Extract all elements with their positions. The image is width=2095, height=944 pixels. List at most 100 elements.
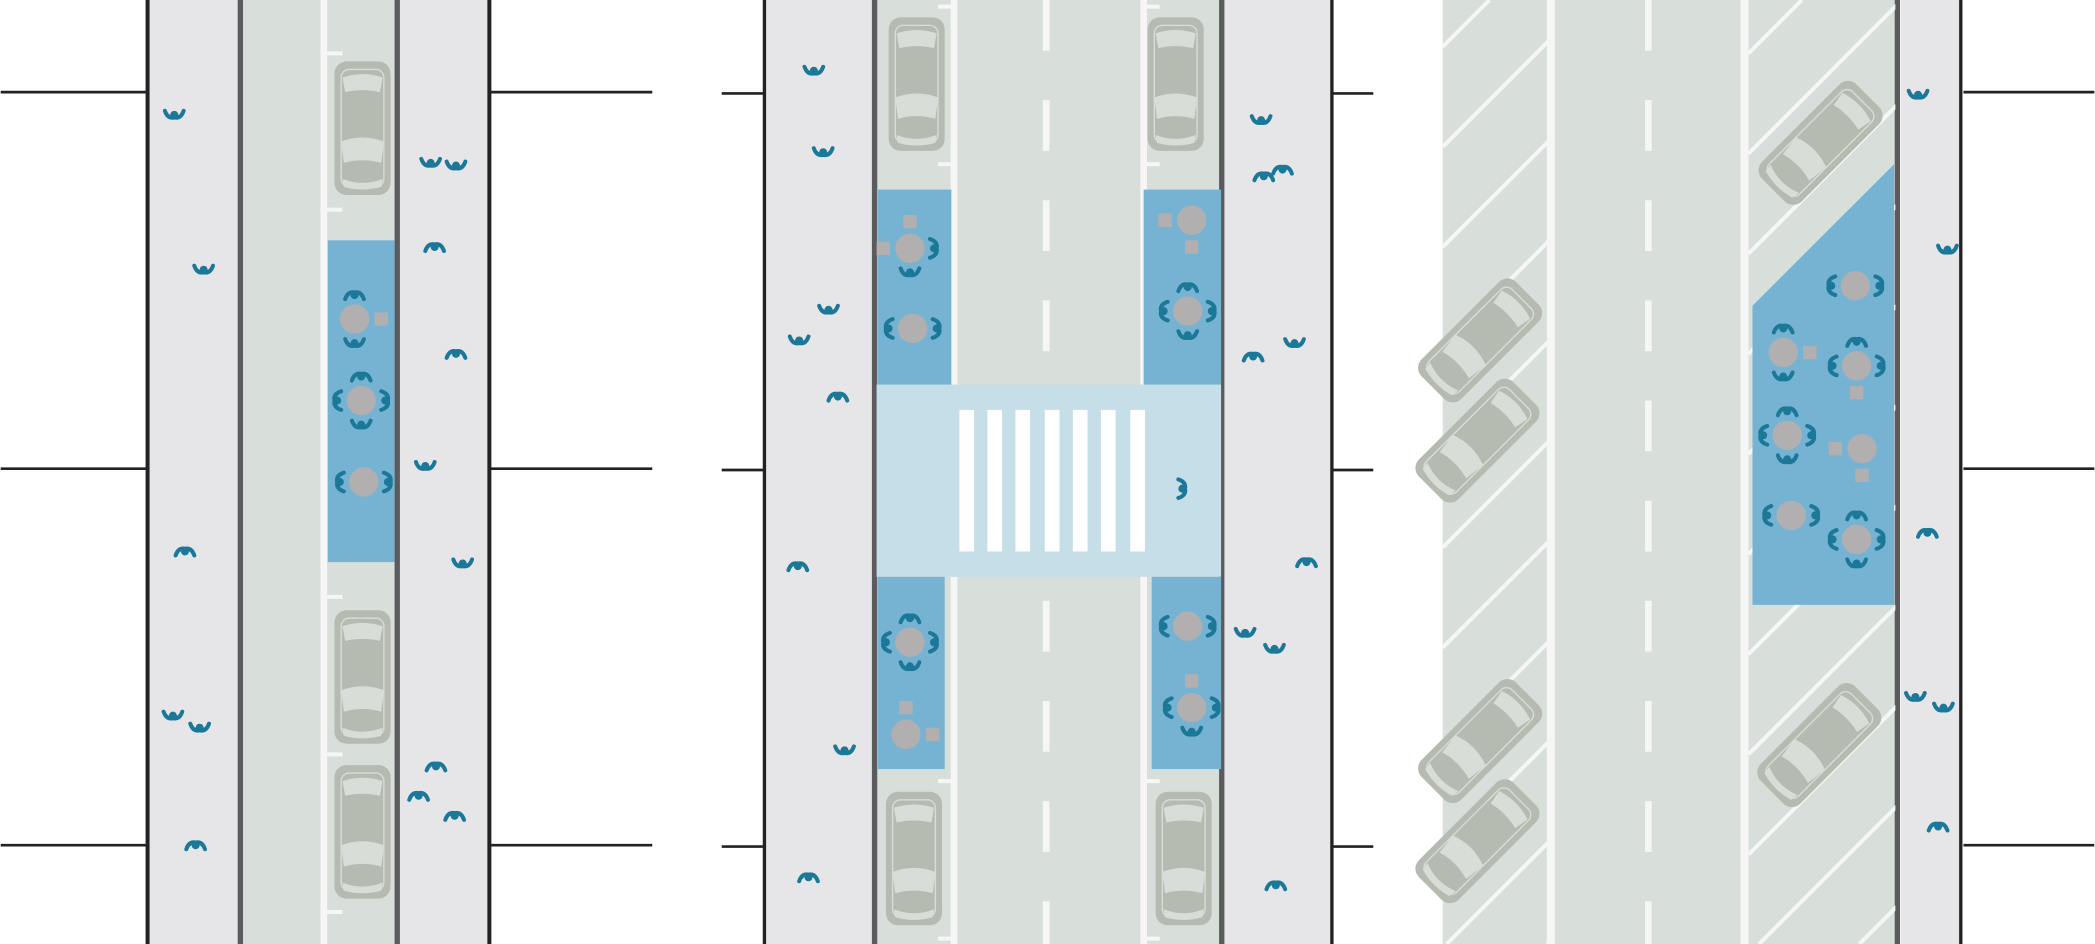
- car-hood-detail: [1764, 766, 1798, 800]
- seated-person: [1162, 696, 1174, 720]
- sidewalk-right: [1223, 0, 1332, 944]
- pedestrian-icon: [1845, 510, 1868, 522]
- pedestrian-head: [1811, 511, 1820, 520]
- car-windshield: [1782, 137, 1827, 181]
- car-hood-detail: [1422, 862, 1456, 896]
- pedestrian-icon: [1775, 406, 1799, 418]
- seated-person: [1205, 614, 1217, 638]
- pedestrian-head: [350, 291, 359, 300]
- car-hood-detail: [342, 727, 383, 739]
- car-windshield: [1442, 735, 1486, 779]
- sidewalk-right: [399, 0, 489, 944]
- panel-parallel-parking-parklet: [0, 0, 653, 944]
- pedestrian-icon: [349, 371, 373, 383]
- pedestrian-icon: [1176, 477, 1188, 501]
- table-top: [346, 385, 376, 416]
- pedestrian-head: [1278, 165, 1287, 174]
- car-windshield: [1162, 867, 1206, 894]
- pedestrian-icon: [786, 561, 810, 573]
- pedestrian-icon: [1932, 701, 1955, 713]
- pedestrian-head: [1875, 281, 1884, 290]
- car-hood-detail: [1765, 164, 1799, 198]
- seated-person: [1758, 423, 1770, 447]
- seated-person: [1845, 336, 1868, 348]
- table-top: [1776, 500, 1806, 531]
- pedestrian-head: [1828, 361, 1837, 370]
- cafe-table-icon: [1827, 510, 1886, 569]
- car-icon: [334, 610, 391, 744]
- seated-person: [343, 337, 366, 349]
- chair: [1828, 441, 1842, 456]
- crosswalk-stripe: [1100, 409, 1116, 552]
- pedestrian-head: [1163, 703, 1172, 712]
- seated-person: [1826, 274, 1838, 298]
- crosswalk-stripe: [1015, 409, 1031, 552]
- pedestrian-icon: [1209, 696, 1221, 720]
- car-rear-window: [1490, 390, 1528, 428]
- car-rear-window: [1490, 791, 1528, 828]
- pedestrian-head: [195, 723, 204, 732]
- panel-angled-parking-parklet: [1415, 0, 2095, 944]
- pedestrian-head: [191, 841, 200, 850]
- pedestrian-icon: [1241, 351, 1265, 363]
- pedestrian-icon: [1771, 323, 1795, 335]
- pedestrian-head: [381, 396, 390, 405]
- pedestrian-icon: [423, 242, 446, 254]
- car-windshield: [895, 93, 939, 119]
- pedestrian-icon: [1771, 370, 1795, 382]
- pedestrian-icon: [1805, 423, 1817, 447]
- car-rear-window: [1155, 30, 1196, 49]
- pedestrian-head: [1779, 372, 1788, 381]
- pedestrian-icon: [1264, 880, 1288, 892]
- pedestrian-head: [840, 746, 849, 755]
- pedestrian-head: [1207, 307, 1216, 316]
- pedestrian-icon: [1904, 690, 1927, 702]
- pedestrian-icon: [1205, 614, 1217, 638]
- car-hood-detail: [1425, 762, 1459, 796]
- stall-line: [1442, 140, 1547, 249]
- pedestrian-head: [1876, 361, 1885, 370]
- table-top: [1847, 433, 1877, 464]
- pedestrian-icon: [451, 557, 475, 569]
- crosswalk-stripe: [1044, 409, 1060, 552]
- pedestrian-head: [1257, 116, 1266, 125]
- pedestrian-icon: [1827, 528, 1839, 551]
- cafe-table-icon: [1158, 611, 1217, 641]
- pedestrian-icon: [1176, 282, 1200, 294]
- car-windshield: [892, 867, 936, 894]
- cafe-table-icon: [1768, 323, 1817, 382]
- car-windshield: [1781, 739, 1825, 783]
- pedestrian-head: [881, 638, 890, 647]
- pedestrian-head: [804, 873, 813, 882]
- pedestrian-icon: [334, 470, 346, 494]
- seated-person: [1176, 329, 1200, 340]
- crosswalk-stripe: [959, 409, 975, 552]
- pedestrian-icon: [898, 660, 922, 672]
- chair: [925, 727, 940, 742]
- car-icon: [1147, 17, 1204, 151]
- pedestrian-head: [1779, 324, 1788, 333]
- pedestrian-icon: [802, 64, 826, 76]
- chair: [1803, 345, 1817, 360]
- cafe-table-icon: [1158, 205, 1207, 254]
- pedestrian-head: [1259, 172, 1268, 181]
- car-icon: [1415, 378, 1540, 503]
- crosswalk-stripe: [1130, 409, 1145, 552]
- stall-line: [1445, 841, 1547, 944]
- table-top: [895, 233, 925, 264]
- pedestrian-head: [199, 265, 208, 274]
- seated-person: [1771, 323, 1795, 335]
- pedestrian-icon: [883, 317, 895, 340]
- pedestrian-head: [809, 66, 818, 75]
- car-rear-window: [1163, 804, 1204, 823]
- pedestrian-head: [1934, 822, 1943, 831]
- pedestrian-head: [1759, 431, 1768, 440]
- pedestrian-head: [421, 461, 430, 470]
- pedestrian-icon: [162, 108, 186, 120]
- stall-line: [1442, 0, 1491, 49]
- pedestrian-icon: [1252, 171, 1276, 183]
- car-hood-detail: [1155, 134, 1196, 146]
- pedestrian-head: [383, 478, 392, 487]
- pedestrian-icon: [1873, 274, 1885, 298]
- pedestrian-head: [1827, 281, 1836, 290]
